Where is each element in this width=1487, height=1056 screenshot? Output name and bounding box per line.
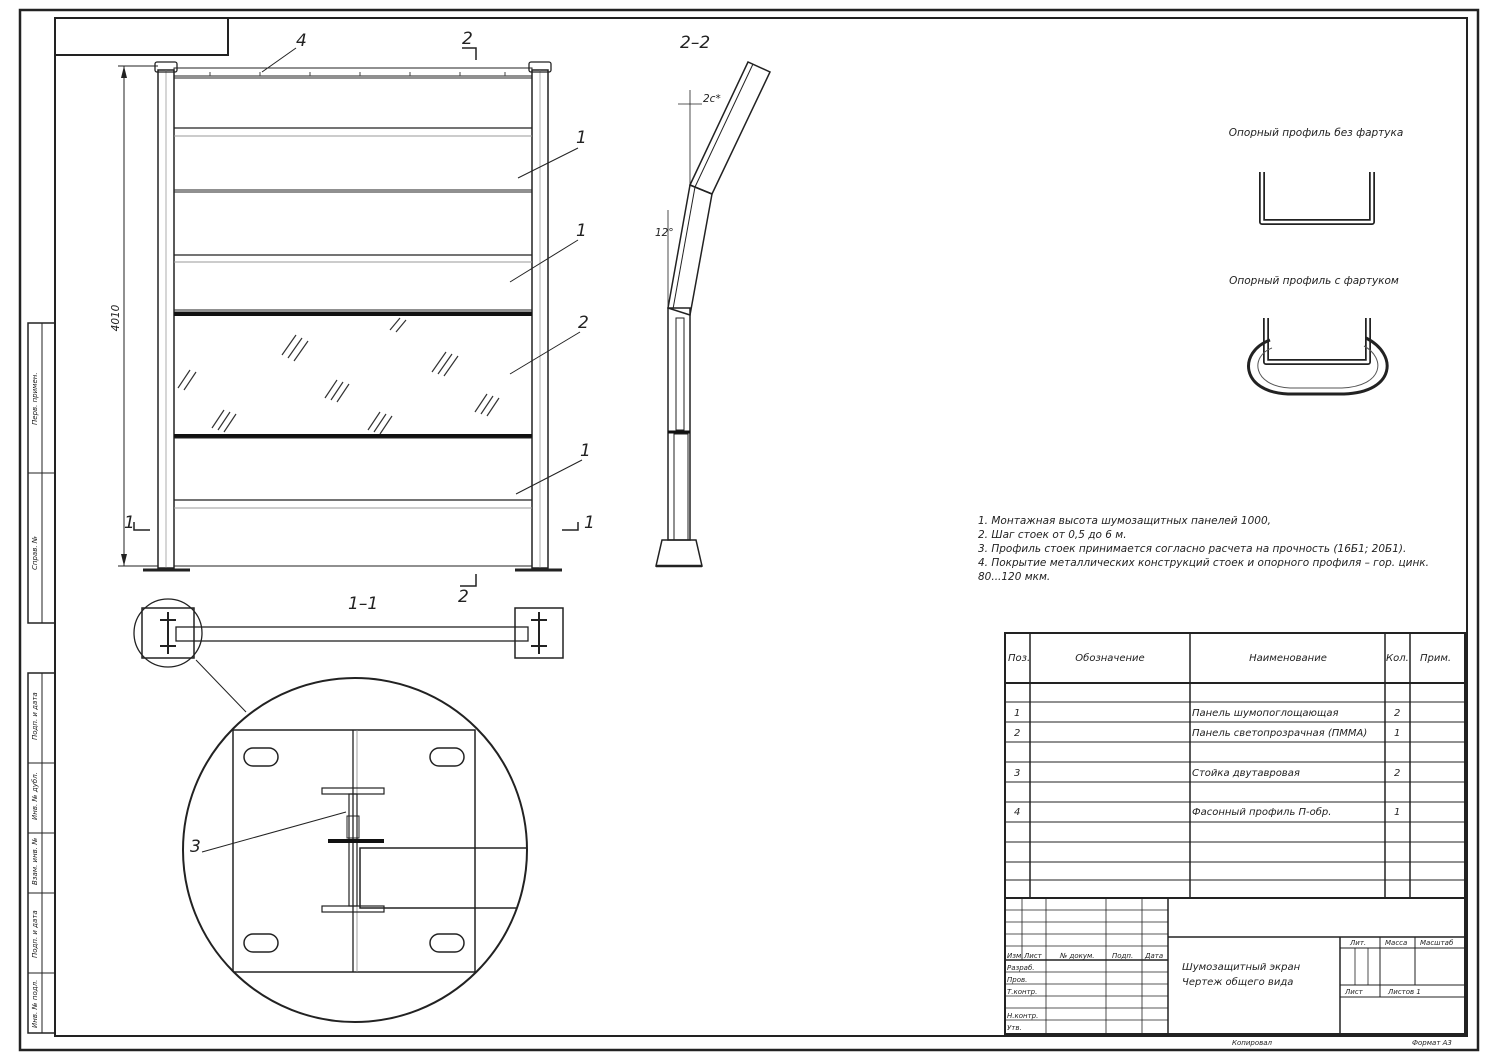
note-3: 3. Профиль стоек принимается согласно ра… — [978, 543, 1406, 555]
post-plan-right — [514, 607, 564, 659]
profile-with-bead-label: Опорный профиль с фартуком — [1229, 275, 1399, 287]
row-1-qty: 2 — [1394, 708, 1400, 719]
cut-2-top-label: 2 — [462, 29, 473, 49]
header-pos: Поз. — [1008, 653, 1030, 664]
section-2-2-title: 2–2 — [680, 33, 710, 53]
post-plan-left — [141, 607, 195, 659]
glass-reflection-marks — [177, 317, 500, 435]
detail-view: 3 — [182, 677, 528, 1023]
title-line-2: Чертеж общего вида — [1182, 976, 1293, 988]
tb-tkontr: Т.контр. — [1007, 988, 1037, 996]
tb-sheets: Листов 1 — [1387, 988, 1421, 996]
tb-kopiroval: Копировал — [1232, 1039, 1273, 1047]
side-label-inv-podl: Инв. № подл. — [31, 980, 39, 1028]
profiles: Опорный профиль без фартука Опорный проф… — [1229, 127, 1404, 396]
upper-panel-section — [688, 61, 772, 195]
note-4: 4. Покрытие металлических конструкций ст… — [978, 557, 1429, 569]
title-line-1: Шумозащитный экран — [1182, 962, 1301, 973]
tb-lit: Лит. — [1349, 939, 1366, 947]
tb-razrab: Разраб. — [1007, 964, 1035, 972]
sound-panel-1 — [173, 77, 533, 191]
row-1-name: Панель шумопоглощающая — [1192, 708, 1338, 719]
side-label-vzam-inv: Взам. инв. № — [31, 837, 39, 885]
header-designation: Обозначение — [1075, 652, 1144, 664]
cut-1-right-label: 1 — [584, 513, 595, 533]
side-label-podp-data-1: Подп. и дата — [31, 692, 39, 740]
notes: 1. Монтажная высота шумозащитных панелей… — [978, 515, 1429, 583]
header-qty: Кол. — [1386, 653, 1409, 664]
cut-1-left-label: 1 — [124, 513, 135, 533]
tb-utv: Утв. — [1007, 1024, 1022, 1032]
header-note: Прим. — [1420, 653, 1451, 664]
row-4-name: Фасонный профиль П-обр. — [1192, 806, 1331, 818]
title-block: Изм. Лист № докум. Подп. Дата Разраб. Пр… — [1004, 897, 1466, 1047]
detail-marker — [133, 598, 203, 668]
callout-1c: 1 — [580, 441, 591, 461]
tb-format: Формат А3 — [1412, 1039, 1452, 1047]
tb-nkontr: Н.контр. — [1007, 1012, 1038, 1020]
section-2-2: 2–2 2c* 12° — [655, 33, 772, 568]
tb-sign: Подп. — [1112, 952, 1133, 960]
side-strip: Перв. примен. Справ. № Подп. и дата Инв.… — [27, 322, 56, 1034]
row-4-qty: 1 — [1394, 807, 1400, 818]
top-left-stamp-box — [55, 18, 229, 56]
side-label-sprav: Справ. № — [31, 536, 39, 570]
panel-detail-hatch — [359, 847, 527, 909]
tb-massa: Масса — [1385, 939, 1407, 947]
header-name: Наименование — [1249, 653, 1327, 664]
outer-border — [18, 8, 1480, 1052]
callout-3: 3 — [190, 837, 201, 857]
callout-4: 4 — [296, 31, 307, 51]
callout-1b: 1 — [576, 221, 587, 241]
angle-bottom: 12° — [655, 227, 674, 239]
row-1-pos: 1 — [1014, 708, 1020, 719]
tb-masshtab: Масштаб — [1420, 939, 1454, 947]
front-elevation: 4010 4 1 1 2 1 1 1 2 2 — [110, 29, 595, 607]
side-label-podp-data-2: Подп. и дата — [31, 910, 39, 958]
side-label-inv-dubl: Инв. № дубл. — [31, 772, 39, 820]
callout-1a: 1 — [576, 128, 587, 148]
profile-without-bead-label: Опорный профиль без фартука — [1229, 127, 1404, 139]
row-4-pos: 4 — [1014, 807, 1020, 818]
row-2-qty: 1 — [1394, 728, 1400, 739]
note-4-continuation: 80...120 мкм. — [978, 571, 1050, 583]
note-2: 2. Шаг стоек от 0,5 до 6 м. — [978, 529, 1127, 541]
tb-sheet: Лист — [1344, 988, 1364, 996]
transparent-panel — [173, 311, 533, 437]
middle-panel-section — [667, 183, 713, 316]
row-2-pos: 2 — [1014, 728, 1020, 739]
tb-date: Дата — [1144, 952, 1163, 960]
sound-panel-2 — [173, 191, 533, 311]
tb-list: Лист — [1023, 952, 1043, 960]
tb-doc: № докум. — [1059, 952, 1095, 960]
angle-top: 2c* — [703, 93, 721, 105]
inner-frame — [54, 17, 1468, 1037]
cut-2-bottom-label: 2 — [458, 587, 469, 607]
section-1-1: 1–1 — [133, 594, 564, 713]
side-label-perv-primen: Перв. примен. — [31, 372, 39, 425]
row-3-pos: 3 — [1014, 768, 1020, 779]
spec-table: Поз. Обозначение Наименование Кол. Прим.… — [1004, 632, 1466, 899]
row-3-qty: 2 — [1394, 768, 1400, 779]
top-profile — [173, 67, 533, 77]
post-section — [667, 307, 691, 541]
row-3-name: Стойка двутавровая — [1192, 768, 1300, 779]
section-1-1-title: 1–1 — [348, 594, 378, 614]
panel-plan — [175, 626, 529, 642]
sound-panel-3 — [173, 437, 533, 567]
note-1: 1. Монтажная высота шумозащитных панелей… — [978, 515, 1271, 527]
tb-prov: Пров. — [1007, 976, 1027, 984]
callout-2: 2 — [578, 313, 589, 333]
row-2-name: Панель светопрозрачная (ПММА) — [1192, 728, 1367, 739]
height-dimension: 4010 — [110, 304, 122, 331]
tb-izm: Изм. — [1007, 952, 1023, 960]
